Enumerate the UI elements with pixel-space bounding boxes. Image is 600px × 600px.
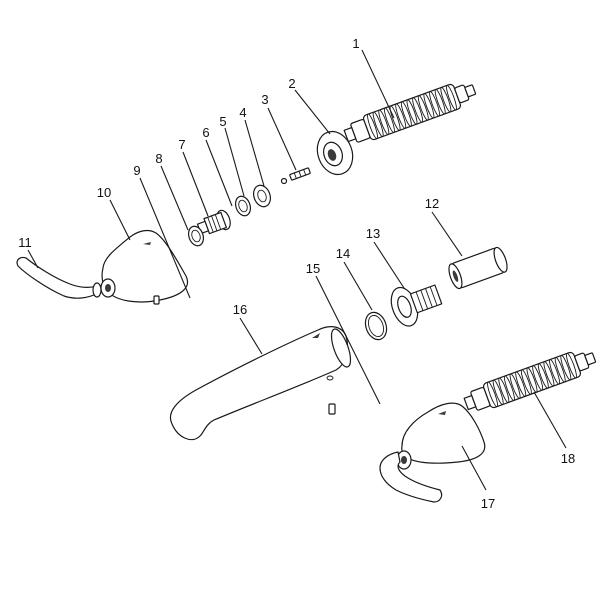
part-16-spout — [169, 326, 352, 441]
spring-rib — [532, 365, 544, 391]
spring-rib — [515, 371, 527, 397]
spring-rib — [492, 379, 504, 406]
callout-8: 8 — [155, 151, 162, 166]
callout-12: 12 — [425, 196, 439, 211]
part-5-washer — [234, 195, 252, 217]
leader-8 — [160, 165, 189, 231]
part-14-o-ring — [364, 311, 388, 341]
spring-rib — [549, 359, 560, 385]
callout-4: 4 — [239, 105, 246, 120]
leader-15 — [315, 275, 381, 405]
part-10-handle-cap — [100, 229, 189, 303]
spring-rib — [520, 369, 532, 395]
part-3-screw — [280, 167, 311, 185]
spring-rib — [434, 89, 446, 115]
spring-rib — [378, 109, 390, 135]
spring-rib — [367, 113, 378, 140]
spring-rib — [384, 107, 395, 133]
spring-rib — [487, 381, 498, 408]
leader-10 — [109, 199, 131, 241]
leader-18 — [533, 391, 567, 449]
spring-rib — [526, 367, 538, 393]
callout-18: 18 — [561, 451, 575, 466]
callout-5: 5 — [219, 114, 226, 129]
leader-2 — [294, 89, 331, 135]
spring-rib — [446, 84, 457, 111]
spring-rib — [554, 357, 566, 383]
callout-15: 15 — [306, 261, 320, 276]
spring-rib — [423, 93, 435, 119]
spring-rib — [395, 103, 407, 129]
leader-14 — [343, 261, 373, 311]
part-9-set-screw — [153, 295, 160, 305]
spring-rib — [498, 377, 510, 403]
callout-10: 10 — [97, 185, 111, 200]
spring-rib — [406, 99, 418, 125]
callout-1: 1 — [352, 36, 359, 51]
part-4-washer — [252, 184, 272, 208]
leader-11 — [27, 249, 39, 269]
leader-3 — [267, 107, 297, 171]
part-7-stem — [196, 209, 231, 235]
callout-9: 9 — [133, 163, 140, 178]
part-18-lower-valve-cartridge — [463, 351, 597, 411]
leader-5 — [224, 127, 245, 197]
leader-6 — [205, 139, 233, 207]
leader-1 — [361, 49, 395, 119]
leader-4 — [244, 119, 265, 187]
spring-rib — [509, 373, 521, 399]
callout-2: 2 — [288, 76, 295, 91]
spring-rib — [504, 375, 515, 401]
spring-rib — [389, 105, 401, 131]
part-17-handle-assembly — [379, 402, 486, 503]
spring-rib — [566, 352, 577, 379]
spring-rib — [412, 97, 424, 123]
leader-9 — [139, 177, 191, 299]
spring-rib — [543, 361, 555, 387]
part-15-spout-screw — [328, 403, 336, 415]
callout-13: 13 — [366, 226, 380, 241]
callout-11: 11 — [18, 235, 32, 250]
leader-13 — [373, 241, 405, 289]
spring-rib — [537, 363, 549, 389]
spring-rib — [560, 354, 572, 381]
part-12-sleeve — [448, 246, 508, 290]
part-11-lever-handle — [16, 256, 102, 299]
callout-17: 17 — [481, 496, 495, 511]
spring-rib — [400, 101, 412, 127]
leader-7 — [182, 151, 209, 217]
callout-14: 14 — [336, 246, 350, 261]
leader-16 — [239, 317, 263, 355]
callout-7: 7 — [178, 137, 185, 152]
part-8-ring — [187, 225, 205, 247]
callout-16: 16 — [233, 302, 247, 317]
part-2-flange — [316, 130, 354, 176]
part-13-diverter-body — [390, 284, 443, 327]
spring-rib — [417, 95, 429, 121]
callout-labels: 1 2 3 4 5 6 7 8 9 10 11 12 13 14 15 16 1… — [18, 36, 575, 511]
callout-3: 3 — [261, 92, 268, 107]
leader-12 — [431, 211, 463, 257]
part-1-upper-valve-cartridge — [343, 83, 477, 143]
callout-6: 6 — [202, 125, 209, 140]
leader-17 — [461, 445, 487, 491]
leader-lines — [27, 49, 567, 491]
